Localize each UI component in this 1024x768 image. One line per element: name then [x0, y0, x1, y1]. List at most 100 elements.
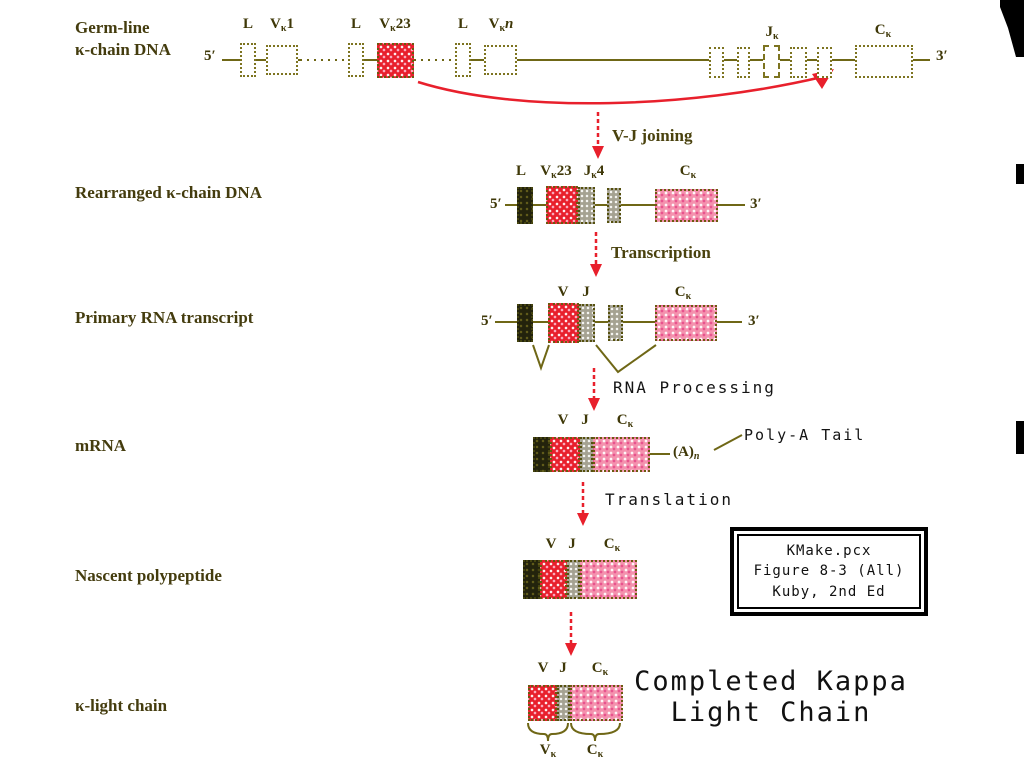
completed-caption-line1: Completed Kappa — [634, 666, 908, 697]
mrna-V-label: V — [557, 412, 569, 428]
v-region-brace — [527, 722, 569, 742]
germline-Vn-label: Vκn — [488, 16, 514, 34]
germline-V1-segment — [266, 45, 298, 75]
rearranged-L-segment — [517, 187, 533, 224]
germline-V23-label: Vκ23 — [379, 16, 411, 34]
rearranged-J4-label: Jκ4 — [583, 163, 605, 181]
splice-loop-large — [595, 344, 657, 374]
germline-5prime: 5′ — [204, 48, 216, 64]
germline-V1-label: Vκ1 — [270, 16, 294, 34]
rearranged-label: Rearranged κ-chain DNA — [75, 183, 262, 202]
klight-J-label: J — [559, 660, 567, 676]
mrna-label: mRNA — [75, 436, 126, 455]
klight-V-label: V — [537, 660, 549, 676]
rearranged-V-segment — [546, 186, 578, 224]
germline-Vn-segment — [484, 45, 517, 75]
nascent-Ck-segment — [580, 560, 637, 599]
nascent-V-label: V — [545, 536, 557, 552]
germline-V23-segment — [377, 43, 414, 78]
germline-L1-label: L — [242, 16, 253, 32]
transcription-arrowhead — [590, 264, 602, 277]
vj-joining-label: V-J joining — [612, 126, 693, 145]
credit-filename: KMake.pcx — [786, 543, 872, 559]
primary-J-label: J — [582, 284, 590, 300]
germline-L3-label: L — [457, 16, 468, 32]
vj-joining-arrowhead — [592, 146, 604, 159]
primary-Ck-segment — [655, 305, 717, 341]
mrna-J-segment — [580, 437, 593, 472]
primary-J-segment — [579, 304, 595, 342]
folding-arrowhead — [565, 643, 577, 656]
nascent-J-label: J — [568, 536, 576, 552]
translation-arrowhead — [577, 513, 589, 526]
completed-caption-line2: Light Chain — [670, 697, 872, 728]
klight-J-segment — [557, 685, 570, 721]
vj-recombination-arc — [417, 75, 823, 105]
rna-processing-arrowhead — [588, 398, 600, 411]
germline-J5-segment — [817, 47, 832, 78]
nascent-L-segment — [523, 560, 540, 599]
germline-L2-label: L — [350, 16, 361, 32]
germline-Ck-label: Cκ — [874, 22, 892, 40]
nascent-Ck-label: Cκ — [603, 536, 621, 554]
credit-box: KMake.pcx Figure 8-3 (All) Kuby, 2nd Ed — [730, 527, 928, 616]
rearranged-L-label: L — [515, 163, 526, 179]
klight-Vk-region-label: Vκ — [539, 742, 557, 760]
rearranged-5prime: 5′ — [490, 196, 502, 212]
clipped-black-shape-mid — [1016, 164, 1024, 184]
primary-3prime: 3′ — [748, 313, 760, 329]
mrna-J-label: J — [581, 412, 589, 428]
rearranged-V23-label: Vκ23 — [540, 163, 572, 181]
polya-tail-label: Poly-A Tail — [744, 426, 866, 444]
klight-label: κ-light chain — [75, 696, 168, 715]
germline-L3-segment — [455, 43, 471, 77]
rna-processing-label: RNA Processing — [613, 378, 776, 397]
primary-J2-segment — [608, 305, 623, 341]
mrna-Ck-segment — [593, 437, 650, 472]
splice-loop-small — [532, 344, 550, 372]
klight-Ck-label: Cκ — [591, 660, 609, 678]
germline-J2-segment — [737, 47, 750, 78]
clipped-black-shape-lower — [1016, 421, 1024, 454]
germline-J1-segment — [709, 47, 724, 78]
rearranged-J2-segment — [607, 188, 621, 223]
credit-source: Kuby, 2nd Ed — [772, 583, 886, 600]
transcription-label: Transcription — [611, 243, 711, 262]
rearranged-Ck-segment — [655, 189, 718, 222]
klight-Ck-region-label: Cκ — [586, 742, 604, 760]
germline-J3-segment — [763, 45, 780, 78]
rearranged-J-segment — [578, 187, 595, 224]
germline-Ck-segment — [855, 45, 913, 78]
polya-tail-symbol: (A)n — [673, 444, 700, 462]
nascent-J-segment — [567, 560, 580, 599]
germline-label-line2: κ-chain DNA — [75, 40, 171, 59]
germline-3prime: 3′ — [936, 48, 948, 64]
germline-J4-segment — [790, 47, 807, 78]
primary-5prime: 5′ — [481, 313, 493, 329]
primary-V-segment — [548, 303, 579, 343]
polya-label-line — [713, 434, 743, 451]
klight-V-segment — [528, 685, 557, 721]
completed-caption: Completed Kappa Light Chain — [628, 666, 914, 728]
primary-L-segment — [517, 304, 533, 342]
germline-label-line1: Germ-line — [75, 18, 150, 37]
mrna-L-segment — [533, 437, 550, 472]
germline-L2-segment — [348, 43, 364, 77]
germline-L1-segment — [240, 43, 256, 77]
primary-Ck-label: Cκ — [674, 284, 692, 302]
nascent-V-segment — [540, 560, 567, 599]
mrna-V-segment — [550, 437, 580, 472]
klight-Ck-segment — [570, 685, 623, 721]
nascent-label: Nascent polypeptide — [75, 566, 222, 585]
mrna-Ck-label: Cκ — [616, 412, 634, 430]
primary-V-label: V — [557, 284, 569, 300]
rearranged-3prime: 3′ — [750, 196, 762, 212]
primary-label: Primary RNA transcript — [75, 308, 254, 327]
credit-figure: Figure 8-3 (All) — [753, 563, 905, 580]
rearranged-Ck-label: Cκ — [679, 163, 697, 181]
clipped-black-shape-top — [1000, 0, 1024, 57]
germline-Jk-label: Jκ — [765, 24, 779, 42]
c-region-brace — [570, 722, 621, 742]
